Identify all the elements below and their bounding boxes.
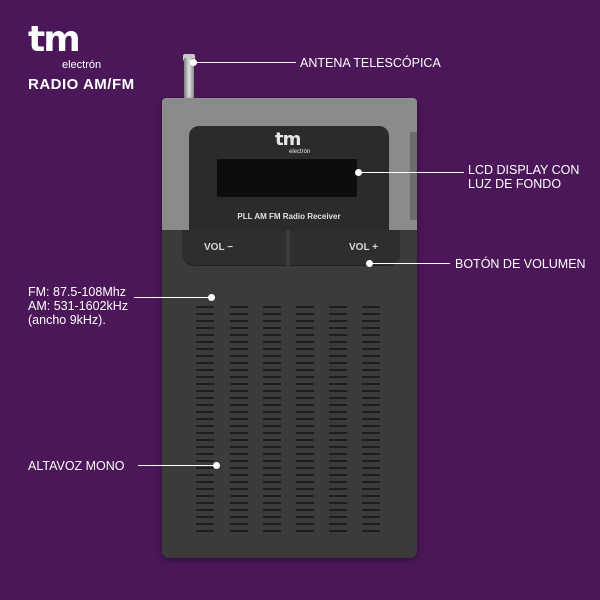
side-slot: [410, 132, 417, 220]
brand-logo: tm electrón: [28, 22, 108, 72]
product-title: RADIO AM/FM: [28, 76, 135, 93]
volume-down-button[interactable]: VOL −: [182, 230, 286, 266]
antenna-callout-dot: [190, 59, 197, 66]
brand-logo-subtext: electrón: [62, 59, 102, 71]
radio-logo-subtext: electrón: [289, 149, 311, 155]
lcd-display: [217, 159, 357, 197]
lcd-callout-line: [359, 172, 464, 173]
speaker-callout-dot: [213, 462, 220, 469]
volume-up-button[interactable]: VOL +: [290, 230, 400, 266]
receiver-label: PLL AM FM Radio Receiver: [237, 212, 341, 221]
speaker-callout-line: [138, 465, 214, 466]
lcd-callout-line1: LCD DISPLAY CON: [468, 163, 580, 177]
radio-logo: tm electrón: [275, 129, 311, 156]
antenna-tip: [183, 54, 195, 61]
frequency-callout-line: [134, 297, 209, 298]
brand-logo-mark: tm: [28, 19, 81, 60]
lcd-callout: LCD DISPLAY CON LUZ DE FONDO: [468, 163, 579, 191]
speaker-grill: [196, 306, 388, 534]
frequency-callout-dot: [208, 294, 215, 301]
telescopic-antenna: [184, 58, 194, 100]
antenna-callout-line: [194, 62, 296, 63]
frequency-am: AM: 531-1602kHz: [28, 299, 129, 313]
radio-logo-mark: tm: [275, 129, 301, 150]
volume-callout-line: [370, 263, 450, 264]
frequency-bandwidth: (ancho 9kHz).: [28, 313, 106, 327]
radio-body: tm electrón PLL AM FM Radio Receiver VOL…: [162, 98, 417, 558]
frequency-fm: FM: 87.5-108Mhz: [28, 285, 126, 299]
lcd-callout-line2: LUZ DE FONDO: [468, 177, 562, 191]
lcd-callout-dot: [355, 169, 362, 176]
volume-callout: BOTÓN DE VOLUMEN: [455, 257, 586, 271]
display-panel: tm electrón PLL AM FM Radio Receiver: [189, 126, 389, 230]
speaker-callout: ALTAVOZ MONO: [28, 459, 125, 473]
volume-callout-dot: [366, 260, 373, 267]
frequency-callout: FM: 87.5-108Mhz AM: 531-1602kHz (ancho 9…: [28, 285, 128, 327]
antenna-callout: ANTENA TELESCÓPICA: [300, 56, 441, 70]
